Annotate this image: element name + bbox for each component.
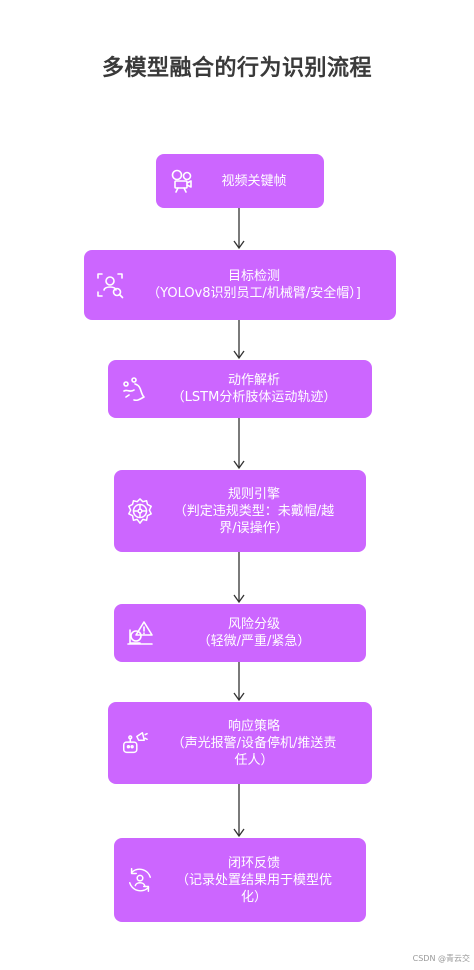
node-detail: （记录处置结果用于模型优 bbox=[175, 872, 332, 888]
arrow-connector bbox=[233, 320, 245, 360]
node-detail: （LSTM分析肢体运动轨迹） bbox=[171, 390, 337, 405]
watermark-text: CSDN @青云交 bbox=[412, 954, 470, 963]
node-label: 闭环反馈 bbox=[227, 855, 280, 871]
risk-warning-icon bbox=[126, 619, 154, 647]
flow-node-response-strategy: 响应策略 （声光报警/设备停机/推送责 任人） bbox=[108, 702, 372, 784]
flow-node-risk-grading: 风险分级 （轻微/严重/紧急） bbox=[114, 604, 366, 662]
face-scan-icon bbox=[96, 271, 124, 299]
arrow-connector bbox=[233, 208, 245, 250]
user-refresh-icon bbox=[126, 866, 154, 894]
node-detail-cont: 任人） bbox=[234, 752, 274, 768]
node-label: 动作解析 bbox=[227, 373, 280, 388]
node-detail-cont: 界/误操作） bbox=[219, 520, 289, 536]
arrow-connector bbox=[233, 552, 245, 604]
node-label: 响应策略 bbox=[227, 718, 280, 734]
motion-path-icon bbox=[120, 375, 148, 403]
flow-node-rule-engine: 规则引擎 （判定违规类型：未戴帽/越 界/误操作） bbox=[114, 470, 366, 552]
flow-node-object-detection: 目标检测 （YOLOv8识别员工/机械臂/安全帽）] bbox=[84, 250, 396, 320]
flow-node-action-parsing: 动作解析 （LSTM分析肢体运动轨迹） bbox=[108, 360, 372, 418]
diagram-title: 多模型融合的行为识别流程 bbox=[101, 56, 372, 81]
node-detail: （轻微/严重/紧急） bbox=[197, 634, 311, 649]
arrow-connector bbox=[233, 418, 245, 470]
node-detail: （声光报警/设备停机/推送责 bbox=[171, 735, 337, 751]
gear-engine-icon bbox=[126, 497, 154, 525]
node-label: 规则引擎 bbox=[227, 486, 280, 502]
node-label: 视频关键帧 bbox=[221, 173, 287, 189]
flow-node-closed-loop-feedback: 闭环反馈 （记录处置结果用于模型优 化） bbox=[114, 838, 366, 922]
video-camera-icon bbox=[168, 167, 196, 195]
node-label: 风险分级 bbox=[227, 617, 280, 632]
node-detail-cont: 化） bbox=[240, 889, 267, 905]
arrow-connector bbox=[233, 784, 245, 838]
node-detail: （判定违规类型：未戴帽/越 bbox=[173, 503, 335, 519]
node-detail: （YOLOv8识别员工/机械臂/安全帽）] bbox=[147, 286, 361, 301]
flow-node-video-keyframes: 视频关键帧 bbox=[156, 154, 324, 208]
node-label: 目标检测 bbox=[227, 269, 280, 284]
arrow-connector bbox=[233, 662, 245, 702]
robot-alarm-icon bbox=[120, 729, 148, 757]
